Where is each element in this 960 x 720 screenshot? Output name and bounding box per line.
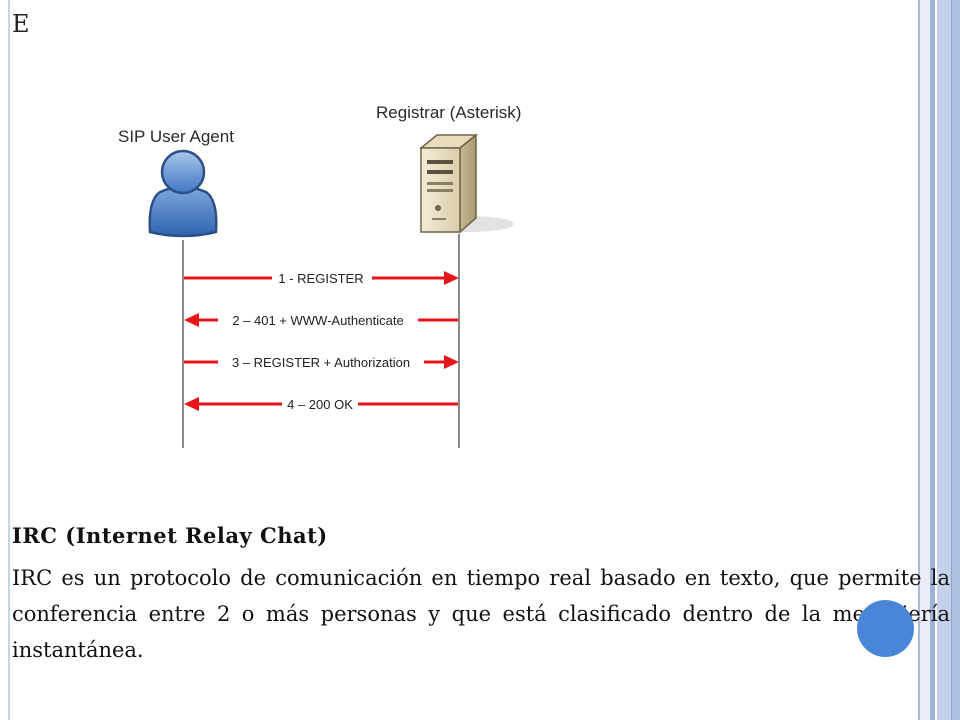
message-label: 1 - REGISTER [278,271,363,286]
right-border-band [937,0,951,720]
section-heading: IRC (Internet Relay Chat) [12,523,328,548]
left-border-rule [8,0,10,720]
title-fragment: E [12,10,30,38]
message-label: 3 – REGISTER + Authorization [232,355,410,370]
user-agent-label: SIP User Agent [118,127,234,146]
server-icon [418,133,514,234]
message-label: 2 – 401 + WWW-Authenticate [232,313,403,328]
decorative-circle [857,600,914,657]
message-arrow: 2 – 401 + WWW-Authenticate [184,310,458,328]
message-label: 4 – 200 OK [287,397,353,412]
right-border-band [918,0,930,720]
section-paragraph: IRC es un protocolo de comunicación en t… [12,566,950,662]
right-border-band [930,0,935,720]
right-border-band [951,0,960,720]
message-arrow: 1 - REGISTER [184,268,459,286]
user-icon [148,149,218,238]
registrar-label: Registrar (Asterisk) [376,103,521,122]
message-arrow: 3 – REGISTER + Authorization [184,352,459,370]
message-arrow: 4 – 200 OK [184,394,458,412]
